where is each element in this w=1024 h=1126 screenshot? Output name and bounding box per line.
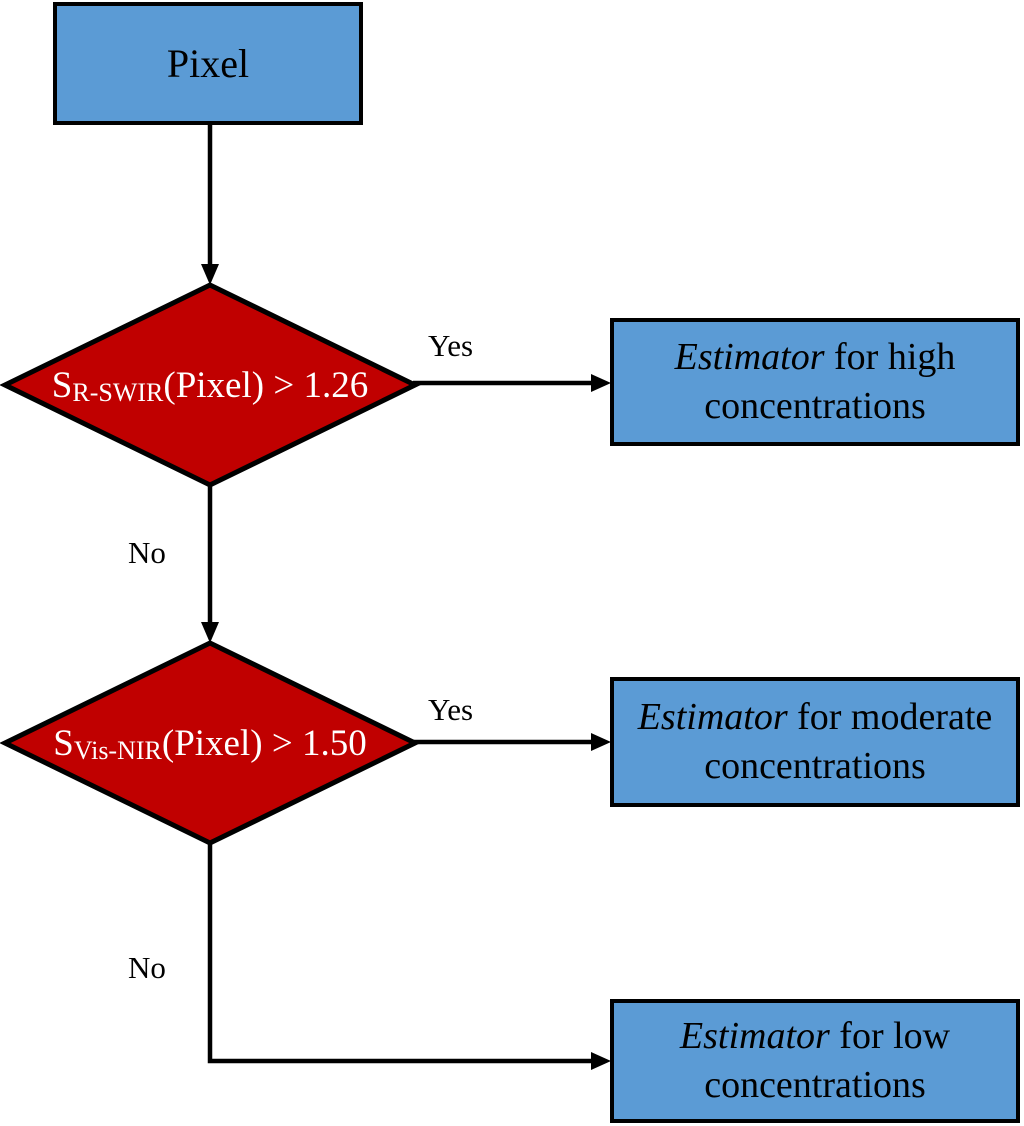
decision1-diamond-shape <box>0 282 421 488</box>
node-estimator-high-label: Estimator for high concentrations <box>675 333 956 432</box>
node-estimator-moderate: Estimator for moderate concentrations <box>610 677 1020 807</box>
node-pixel-label: Pixel <box>166 41 250 86</box>
node-estimator-high-rest: for high <box>824 335 956 378</box>
arrow-decision1-yes-head <box>591 374 611 392</box>
node-estimator-moderate-rest: for moderate <box>787 695 993 738</box>
arrow-decision2-no-elbow-line <box>207 843 592 1064</box>
edge-label-no-1: No <box>128 535 166 570</box>
edge-label-yes-2: Yes <box>428 692 474 727</box>
node-estimator-low-line1: Estimator for low <box>680 1012 950 1061</box>
node-estimator-high-line2: concentrations <box>704 385 926 427</box>
node-estimator-high-emphasis: Estimator <box>674 335 825 378</box>
decision2-diamond-shape <box>0 640 421 846</box>
node-estimator-low-emphasis: Estimator <box>679 1014 830 1057</box>
node-estimator-high-line1: Estimator for high <box>675 333 956 382</box>
node-estimator-moderate-label: Estimator for moderate concentrations <box>638 693 993 792</box>
node-estimator-low-label: Estimator for low concentrations <box>680 1012 950 1111</box>
edge-label-no-2: No <box>128 950 166 985</box>
node-estimator-moderate-line1: Estimator for moderate <box>638 693 993 742</box>
node-estimator-high: Estimator for high concentrations <box>610 318 1020 446</box>
arrow-decision2-no-head <box>591 1052 611 1070</box>
node-estimator-low-rest: for low <box>829 1014 951 1057</box>
node-estimator-moderate-emphasis: Estimator <box>637 695 788 738</box>
node-estimator-low: Estimator for low concentrations <box>610 999 1020 1123</box>
arrow-decision1-no-head <box>201 622 219 643</box>
node-estimator-low-line2: concentrations <box>704 1064 926 1106</box>
node-estimator-moderate-line2: concentrations <box>704 745 926 787</box>
arrow-decision2-yes-head <box>591 733 611 751</box>
edge-label-yes-1: Yes <box>428 328 474 363</box>
node-pixel: Pixel <box>53 2 363 125</box>
arrow-pixel-to-decision1-head <box>201 264 219 285</box>
